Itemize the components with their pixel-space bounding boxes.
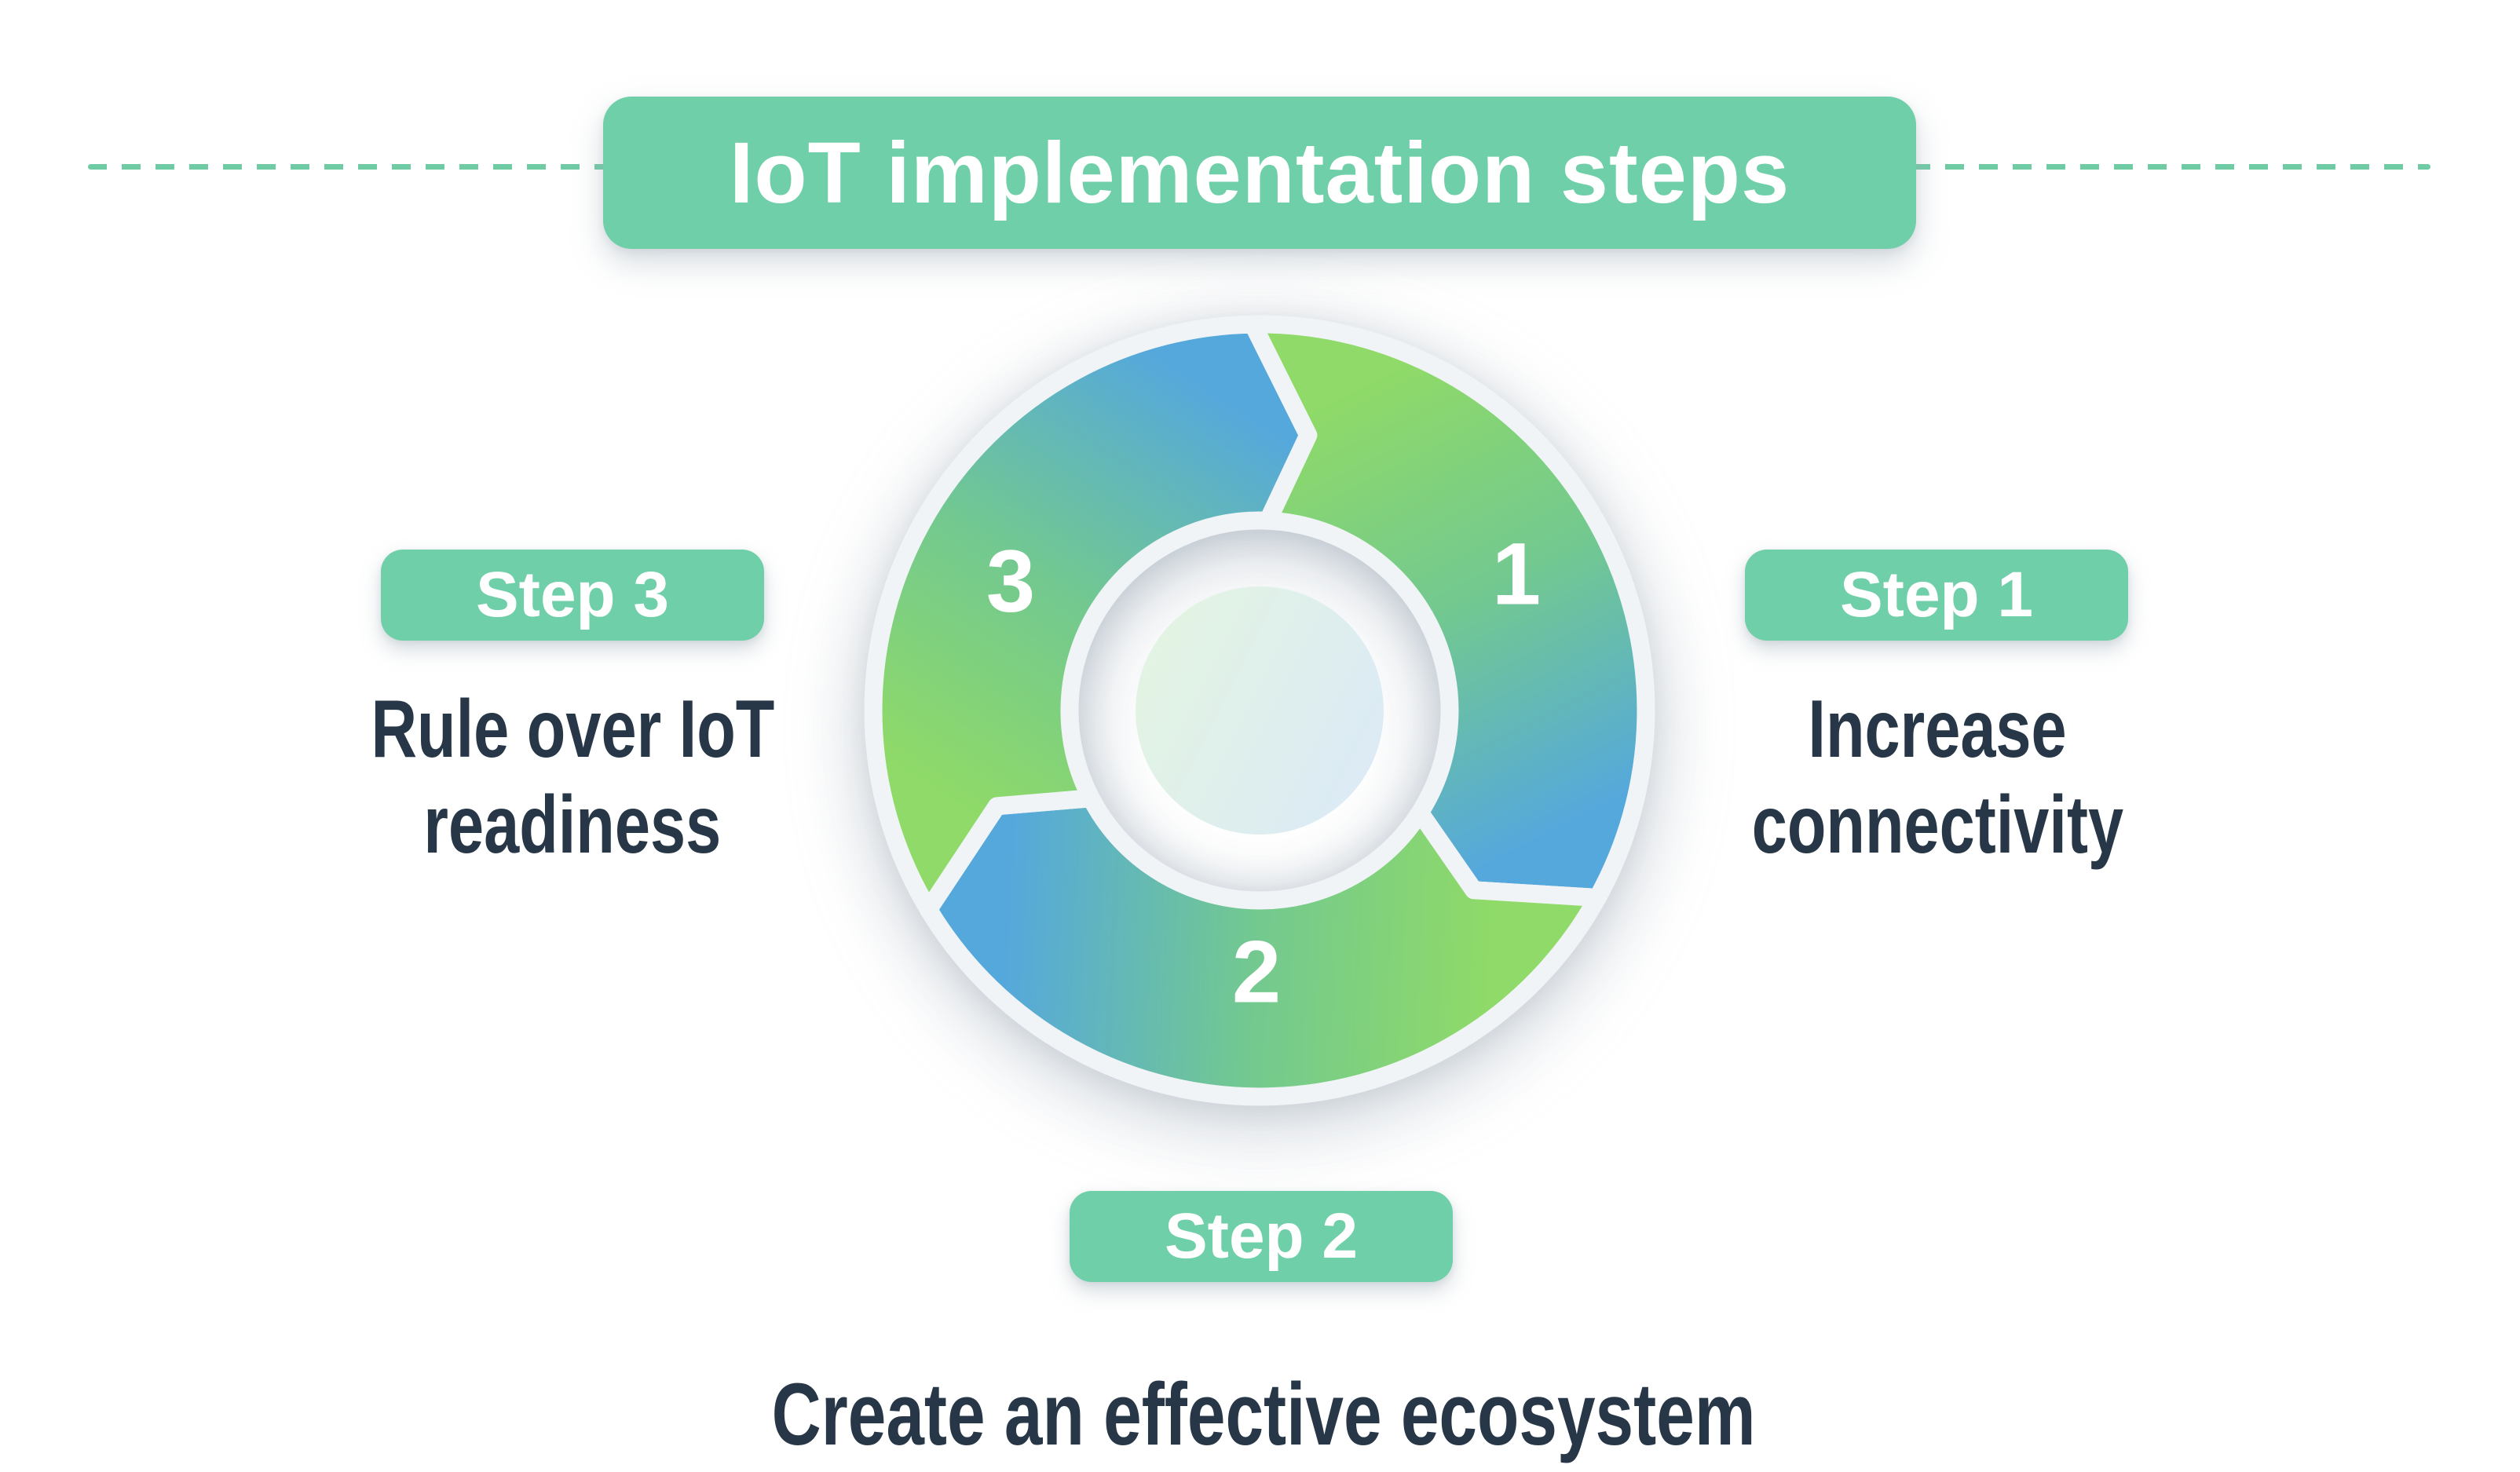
step-1-description-line-1: Increase	[1808, 684, 2067, 775]
step-1-badge-label: Step 1	[1839, 559, 2034, 630]
page-title: IoT implementation steps	[729, 124, 1790, 221]
step-3-description-line-2: readiness	[423, 780, 722, 871]
step-3-badge-label: Step 3	[475, 559, 670, 630]
step-2-badge: Step 2	[1070, 1191, 1453, 1282]
core-circle	[1136, 586, 1384, 835]
step-1-description: Increase connectivity	[1662, 681, 2212, 873]
step-2-description: Create an effective ecosystem	[633, 1360, 1889, 1470]
segment-number-2: 2	[1232, 923, 1281, 1021]
cycle-diagram: 1 2 3	[863, 314, 1656, 1107]
step-2-description-line-1: Create an effective ecosystem	[771, 1365, 1756, 1463]
step-1-badge: Step 1	[1745, 550, 2128, 641]
title-banner: IoT implementation steps	[603, 97, 1916, 249]
step-3-description: Rule over IoT readiness	[298, 681, 847, 873]
segment-number-1: 1	[1492, 525, 1541, 623]
step-1-description-line-2: connectivity	[1751, 780, 2123, 871]
segment-number-3: 3	[986, 532, 1035, 630]
step-3-description-line-1: Rule over IoT	[371, 684, 774, 775]
step-2-badge-label: Step 2	[1164, 1200, 1359, 1272]
step-3-badge: Step 3	[381, 550, 764, 641]
